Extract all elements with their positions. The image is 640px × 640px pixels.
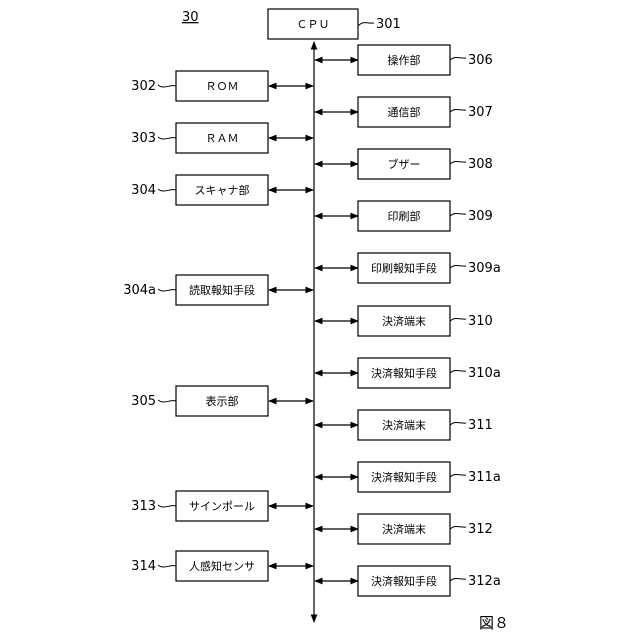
left-leader-303	[158, 137, 176, 139]
left-ref-304: 304	[131, 183, 156, 198]
right-ref-310a: 310a	[468, 366, 501, 381]
right-block-306: 操作部	[358, 45, 450, 75]
right-ref-306: 306	[468, 53, 493, 68]
right-leader-309a	[450, 265, 466, 268]
left-ref-313: 313	[131, 499, 156, 514]
right-leader-312	[450, 526, 466, 529]
right-block-309a: 印刷報知手段	[358, 253, 450, 283]
right-ref-311a: 311a	[468, 470, 501, 485]
left-block-label: 表示部	[206, 394, 239, 408]
right-ref-312a: 312a	[468, 574, 501, 589]
right-ref-309: 309	[468, 209, 493, 224]
right-leader-309	[450, 213, 466, 216]
right-leader-308	[450, 161, 466, 164]
right-block-310a: 決済報知手段	[358, 358, 450, 388]
right-block-307: 通信部	[358, 97, 450, 127]
right-block-312: 決済端末	[358, 514, 450, 544]
left-leader-302	[158, 85, 176, 87]
right-blocks: 操作部 306 通信部 307 ブザー 308 印刷部 309 印刷報知手段 309a 決済端末 31…	[315, 45, 501, 596]
left-leader-304	[158, 189, 176, 191]
right-ref-311: 311	[468, 418, 493, 433]
right-leader-311	[450, 422, 466, 425]
left-block-305: 表示部	[176, 386, 268, 416]
left-leader-305	[158, 400, 176, 402]
left-block-label: ＲＡＭ	[206, 132, 239, 145]
right-block-312a: 決済報知手段	[358, 566, 450, 596]
left-blocks: ＲＯＭ 302ＲＡＭ 303 スキャナ部 304 読取報知手段 304a 表示部 305 サインポ…	[123, 71, 313, 581]
left-ref-304a: 304a	[123, 283, 156, 298]
right-block-label: 通信部	[388, 105, 421, 119]
right-block-label: 決済端末	[382, 418, 426, 432]
left-leader-314	[158, 565, 176, 567]
right-block-label: 決済報知手段	[371, 574, 437, 588]
right-leader-311a	[450, 474, 466, 477]
right-leader-312a	[450, 578, 466, 581]
left-block-313: サインポール	[176, 491, 268, 521]
left-leader-304a	[158, 289, 176, 291]
right-block-label: 決済端末	[382, 522, 426, 536]
right-ref-310: 310	[468, 314, 493, 329]
right-block-310: 決済端末	[358, 306, 450, 336]
left-ref-303: 303	[131, 131, 156, 146]
left-block-304a: 読取報知手段	[176, 275, 268, 305]
right-ref-308: 308	[468, 157, 493, 172]
left-block-label: ＲＯＭ	[206, 80, 239, 93]
right-block-309: 印刷部	[358, 201, 450, 231]
left-block-304: スキャナ部	[176, 175, 268, 205]
right-leader-306	[450, 57, 466, 60]
right-leader-310	[450, 318, 466, 321]
right-block-label: 印刷部	[388, 209, 421, 223]
left-block-label: スキャナ部	[195, 183, 250, 197]
cpu-leader	[358, 23, 374, 26]
left-block-label: サインポール	[189, 500, 255, 513]
right-block-label: 決済報知手段	[371, 366, 437, 380]
left-ref-305: 305	[131, 394, 156, 409]
cpu-block: ＣＰＵ	[268, 9, 358, 39]
right-ref-312: 312	[468, 522, 493, 537]
right-ref-307: 307	[468, 105, 493, 120]
left-block-314: 人感知センサ	[176, 551, 268, 581]
right-block-label: 操作部	[388, 53, 421, 67]
right-leader-310a	[450, 370, 466, 373]
right-block-label: ブザー	[388, 157, 421, 171]
left-block-label: 人感知センサ	[189, 559, 255, 573]
right-block-label: 決済端末	[382, 314, 426, 328]
figure-number: 30	[182, 10, 199, 25]
right-block-label: 印刷報知手段	[371, 261, 437, 275]
left-leader-313	[158, 505, 176, 507]
cpu-label: ＣＰＵ	[297, 18, 330, 31]
figure-label: 図８	[479, 614, 509, 632]
left-block-label: 読取報知手段	[189, 283, 255, 297]
left-ref-302: 302	[131, 79, 156, 94]
right-block-308: ブザー	[358, 149, 450, 179]
right-block-311a: 決済報知手段	[358, 462, 450, 492]
right-ref-309a: 309a	[468, 261, 501, 276]
right-block-label: 決済報知手段	[371, 470, 437, 484]
right-block-311: 決済端末	[358, 410, 450, 440]
left-ref-314: 314	[131, 559, 156, 574]
cpu-ref: 301	[376, 17, 401, 32]
right-leader-307	[450, 109, 466, 112]
left-block-302: ＲＯＭ	[176, 71, 268, 101]
left-block-303: ＲＡＭ	[176, 123, 268, 153]
